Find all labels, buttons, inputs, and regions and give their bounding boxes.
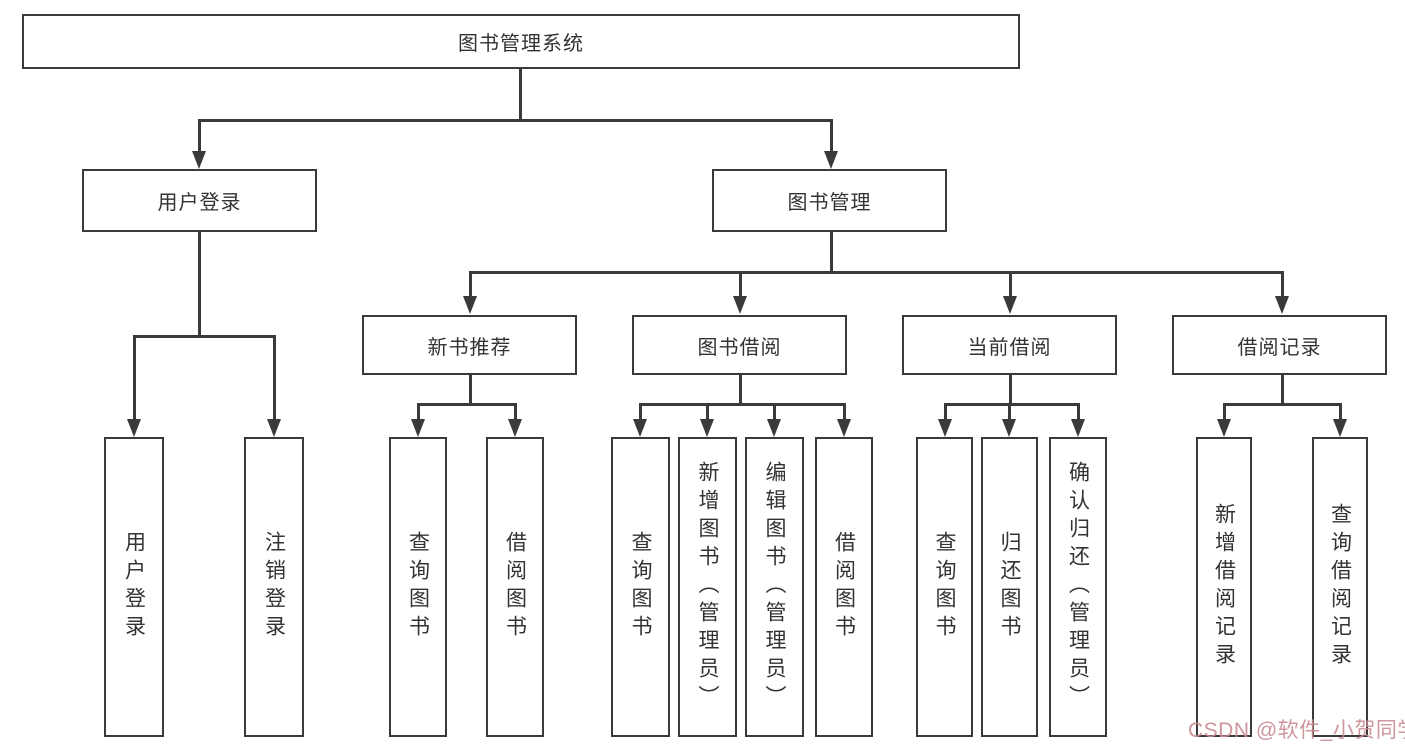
- arrow-down-icon: [938, 419, 952, 437]
- leaf-nbr-query-books: 查询图书: [389, 437, 447, 737]
- leaf-label: 新增借阅记录: [1212, 503, 1236, 671]
- leaf-label: 查询图书: [933, 531, 956, 643]
- node-user-login: 用户登录: [82, 169, 317, 232]
- arrow-down-icon: [1275, 296, 1289, 314]
- connector-line: [639, 403, 642, 420]
- node-root: 图书管理系统: [22, 14, 1020, 69]
- arrow-down-icon: [192, 151, 206, 169]
- leaf-label: 借阅图书: [832, 531, 856, 643]
- connector-line: [706, 403, 709, 420]
- connector-line: [830, 232, 833, 273]
- connector-line: [944, 403, 947, 420]
- connector-line: [1008, 403, 1011, 420]
- connector-line: [1281, 271, 1284, 298]
- leaf-nbr-borrow-books: 借阅图书: [486, 437, 544, 737]
- leaf-cb-return-books: 归还图书: [981, 437, 1038, 737]
- connector-line: [1281, 375, 1284, 405]
- connector-line: [469, 375, 472, 405]
- arrow-down-icon: [837, 419, 851, 437]
- leaf-bb-edit-books-admin: 编辑图书（管理员）: [745, 437, 804, 737]
- node-borrowing-records: 借阅记录: [1172, 315, 1387, 375]
- connector-line: [133, 335, 275, 338]
- leaf-br-query-record: 查询借阅记录: [1312, 437, 1368, 737]
- leaf-label: 注销登录: [262, 531, 286, 643]
- arrow-down-icon: [767, 419, 781, 437]
- connector-line: [639, 403, 845, 406]
- arrow-down-icon: [411, 419, 425, 437]
- leaf-label: 归还图书: [998, 531, 1021, 643]
- connector-line: [198, 119, 201, 152]
- leaf-bb-query-books: 查询图书: [611, 437, 670, 737]
- connector-line: [739, 375, 742, 405]
- arrow-down-icon: [1071, 419, 1085, 437]
- arrow-down-icon: [1003, 296, 1017, 314]
- arrow-down-icon: [1217, 419, 1231, 437]
- connector-line: [944, 403, 1079, 406]
- connector-line: [830, 119, 833, 152]
- arrow-down-icon: [824, 151, 838, 169]
- csdn-watermark: CSDN @软件_小贺同学: [1188, 719, 1405, 742]
- leaf-label: 编辑图书（管理员）: [763, 461, 786, 713]
- connector-line: [1009, 375, 1012, 405]
- connector-line: [1077, 403, 1080, 420]
- connector-line: [1009, 271, 1012, 298]
- connector-line: [417, 403, 420, 420]
- arrow-down-icon: [508, 419, 522, 437]
- connector-line: [739, 271, 742, 298]
- connector-line: [1339, 403, 1342, 420]
- leaf-label: 查询图书: [406, 531, 430, 643]
- connector-line: [417, 403, 516, 406]
- leaf-logout: 注销登录: [244, 437, 304, 737]
- arrow-down-icon: [1002, 419, 1016, 437]
- connector-line: [843, 403, 846, 420]
- connector-line: [469, 271, 1283, 274]
- connector-line: [773, 403, 776, 420]
- leaf-bb-add-books-admin: 新增图书（管理员）: [678, 437, 737, 737]
- arrow-down-icon: [463, 296, 477, 314]
- leaf-bb-borrow-books: 借阅图书: [815, 437, 873, 737]
- connector-line: [198, 119, 832, 122]
- arrow-down-icon: [733, 296, 747, 314]
- connector-line: [514, 403, 517, 420]
- leaf-user-login: 用户登录: [104, 437, 164, 737]
- arrow-down-icon: [1333, 419, 1347, 437]
- leaf-label: 确认归还（管理员）: [1066, 461, 1090, 713]
- connector-line: [519, 69, 522, 121]
- connector-line: [198, 232, 201, 336]
- arrow-down-icon: [267, 419, 281, 437]
- node-new-book-recommendation: 新书推荐: [362, 315, 577, 375]
- leaf-cb-confirm-return-admin: 确认归还（管理员）: [1049, 437, 1107, 737]
- leaf-cb-query-books: 查询图书: [916, 437, 973, 737]
- arrow-down-icon: [700, 419, 714, 437]
- connector-line: [469, 271, 472, 298]
- leaf-br-add-record: 新增借阅记录: [1196, 437, 1252, 737]
- leaf-label: 查询借阅记录: [1328, 503, 1352, 671]
- leaf-label: 借阅图书: [503, 531, 527, 643]
- leaf-label: 新增图书（管理员）: [696, 461, 719, 713]
- connector-line: [273, 335, 276, 420]
- connector-line: [1223, 403, 1226, 420]
- node-book-borrowing: 图书借阅: [632, 315, 847, 375]
- leaf-label: 查询图书: [629, 531, 652, 643]
- leaf-label: 用户登录: [122, 531, 146, 643]
- arrow-down-icon: [633, 419, 647, 437]
- node-current-borrowing: 当前借阅: [902, 315, 1117, 375]
- connector-line: [133, 335, 136, 420]
- connector-line: [1223, 403, 1341, 406]
- node-book-management: 图书管理: [712, 169, 947, 232]
- arrow-down-icon: [127, 419, 141, 437]
